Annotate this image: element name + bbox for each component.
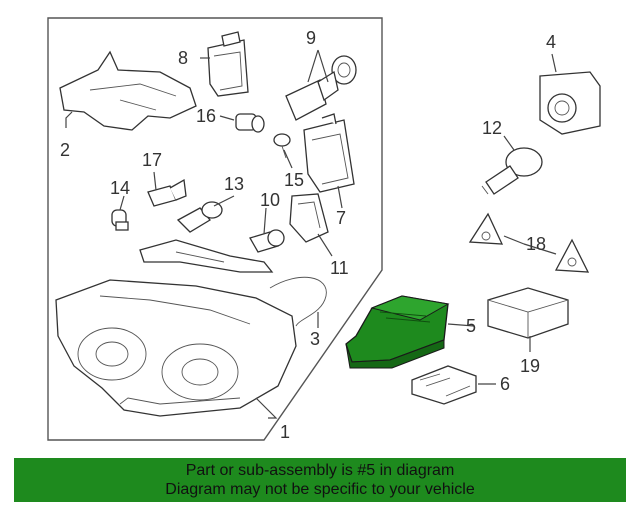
callout-3: 3 [310,329,320,349]
callout-9: 9 [306,28,316,48]
part-3-wire [269,276,327,327]
part-5-ballast-highlighted [345,295,450,369]
callout-11: 11 [330,258,349,278]
callout-8: 8 [178,48,188,68]
part-9-socket [285,55,357,121]
callout-4: 4 [546,32,556,52]
callout-16: 16 [196,106,216,126]
callout-18: 18 [526,234,546,254]
leader-lines [65,49,557,419]
callout-12: 12 [482,118,502,138]
part-15-bulb [273,133,291,159]
part-10-bulb [249,229,285,253]
callout-6: 6 [500,374,510,394]
part-6-connector [411,365,477,405]
part-11-reflector [289,193,329,243]
part-7-cover [303,113,355,193]
part-16-bulb [235,113,265,133]
callout-2: 2 [60,140,70,160]
part-17-bulb-socket [147,178,187,207]
trim-strip [139,239,274,273]
callout-7: 7 [336,208,346,228]
part-14-bulb [111,209,129,231]
parts-diagram: 1 2 3 4 5 6 7 8 9 10 11 12 13 14 15 16 1… [47,17,601,442]
callout-19: 19 [520,356,540,376]
callout-14: 14 [110,178,130,198]
part-13-bulb [176,201,223,233]
assembly-frame [47,17,383,441]
info-banner: Part or sub-assembly is #5 in diagram Di… [14,458,626,502]
callout-1: 1 [280,422,290,442]
banner-line-2: Diagram may not be specific to your vehi… [165,481,475,498]
callout-15: 15 [284,170,304,190]
part-12-xenon-bulb [481,147,543,195]
callout-10: 10 [260,190,280,210]
callout-13: 13 [224,174,244,194]
callout-5: 5 [466,316,476,336]
banner-line-1: Part or sub-assembly is #5 in diagram [185,462,455,479]
part-19-box [487,287,569,339]
part-2-bracket [59,50,197,131]
callout-17: 17 [142,150,162,170]
part-4-cap [539,71,601,135]
part-18-labels [468,212,590,273]
part-1-headlight-housing [55,279,297,417]
part-8-cover [207,31,249,97]
